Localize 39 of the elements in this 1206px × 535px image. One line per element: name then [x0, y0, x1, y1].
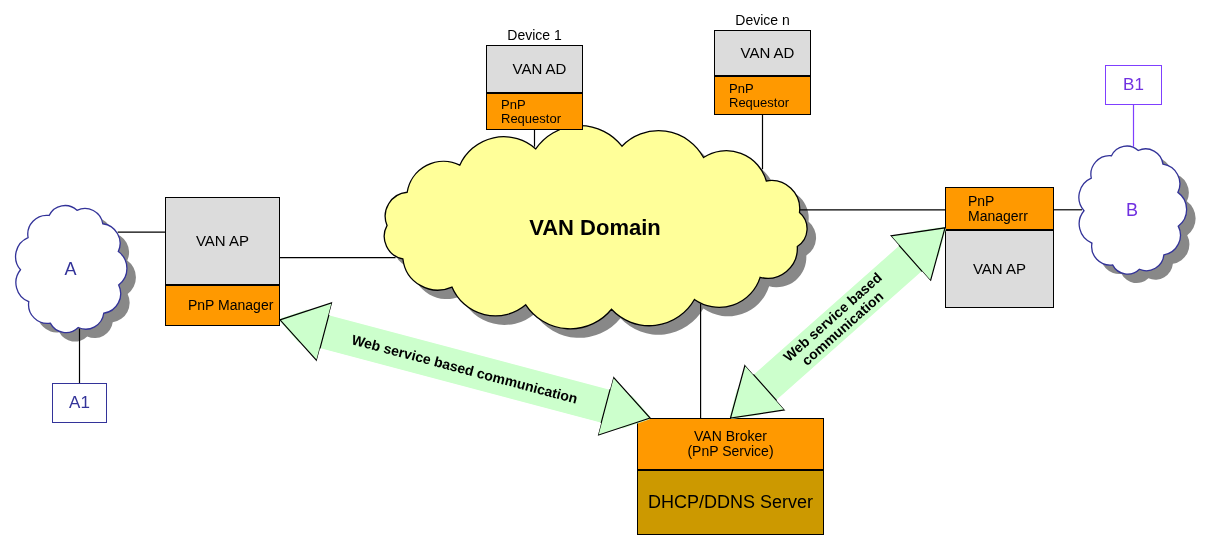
- box-label: B1: [1123, 76, 1144, 94]
- box-label: (PnP Service): [687, 444, 774, 459]
- connector-line: [1053, 209, 1083, 211]
- cloud-label: A: [64, 259, 77, 279]
- box-label: PnP Managerr: [968, 193, 1029, 224]
- component-box: [52, 383, 107, 423]
- box-label: PnP Manager: [188, 298, 274, 313]
- connector-line: [761, 114, 764, 170]
- component-box: [165, 197, 280, 285]
- box-label: VAN Broker: [694, 429, 767, 444]
- connector-line: [799, 209, 946, 211]
- connector-line: [279, 257, 397, 259]
- component-box: [945, 187, 1054, 230]
- box-label: PnP Requestor: [501, 97, 562, 126]
- box-label: VAN AP: [972, 261, 1027, 277]
- box-label: VAN AD: [512, 61, 567, 77]
- block-arrow: [278, 302, 652, 436]
- box-label: VAN AP: [195, 233, 250, 249]
- connector-line: [117, 231, 166, 233]
- component-box: [486, 93, 583, 130]
- cloud-label: B: [1126, 200, 1138, 220]
- component-box: [1105, 65, 1162, 105]
- block-arrow: [729, 226, 947, 420]
- box-label: DHCP/DDNS Server: [648, 493, 813, 512]
- box-label: PnP Requestor: [729, 81, 790, 110]
- component-box: [945, 230, 1054, 308]
- connector-line: [78, 328, 81, 384]
- connector-line: [533, 129, 536, 148]
- box-label: VAN AD: [740, 45, 795, 61]
- component-box: [165, 285, 280, 326]
- cloud-label: VAN Domain: [529, 215, 661, 240]
- box-label: A1: [69, 394, 90, 412]
- device-caption: Device n: [734, 12, 791, 28]
- device-caption: Device 1: [506, 27, 563, 43]
- connector-line: [1132, 104, 1135, 148]
- connector-line: [700, 303, 702, 419]
- component-box: [714, 76, 811, 115]
- component-box: [637, 470, 824, 535]
- component-box: [637, 418, 824, 470]
